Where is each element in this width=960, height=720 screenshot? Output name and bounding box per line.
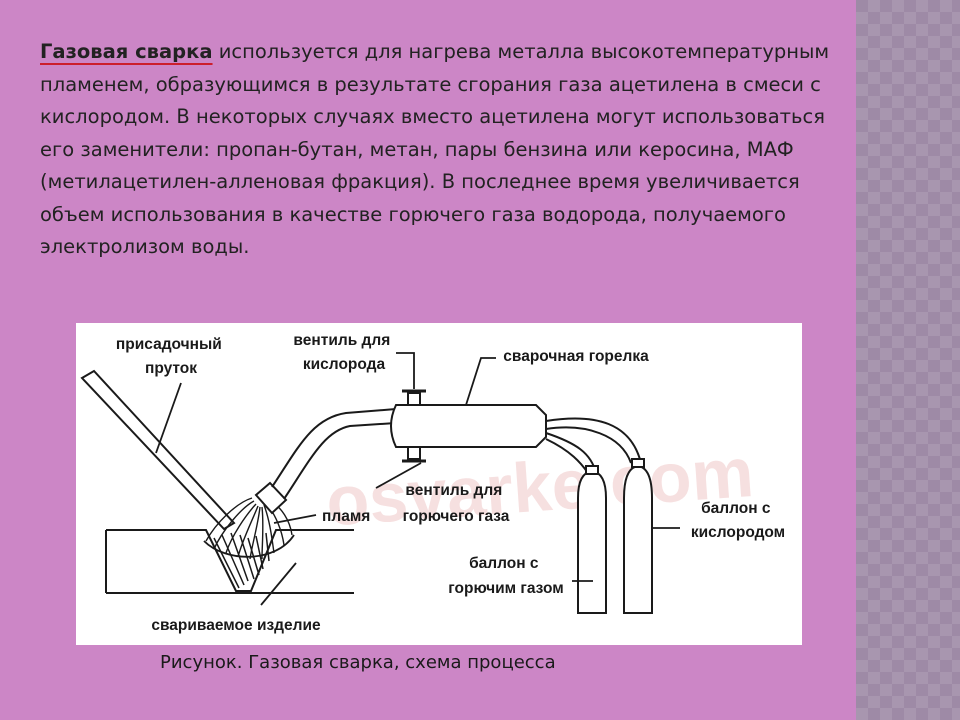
label-oxygen-valve-line-2: кислорода [303, 356, 386, 373]
workpiece [105, 529, 354, 594]
leader-lines [155, 352, 680, 606]
welding-diagram-svg: osvarke.com [80, 332, 785, 634]
label-flame: пламя [322, 508, 370, 525]
label-workpiece: свариваемое изделие [151, 617, 321, 634]
fuel-gas-cylinder [577, 465, 607, 614]
figure-caption: Рисунок. Газовая сварка, схема процесса [160, 652, 556, 673]
body-paragraph: используется для нагрева металла высокот… [40, 40, 830, 258]
label-oxygen-cylinder-line-1: баллон с [701, 500, 771, 517]
slide-body-text: Газовая сварка используется для нагрева … [40, 36, 840, 264]
lead-term: Газовая сварка [40, 40, 213, 63]
label-oxygen-valve: вентиль для кислорода [293, 332, 394, 373]
label-filler-rod-line-2: пруток [145, 360, 197, 377]
label-filler-rod: присадочный пруток [116, 336, 226, 377]
label-fuel-cylinder: баллон с горючим газом [448, 555, 563, 597]
label-fuel-valve-line-2: горючего газа [403, 508, 510, 525]
label-fuel-valve: вентиль для горючего газа [403, 482, 510, 525]
label-torch: сварочная горелка [503, 348, 649, 365]
torch-body [390, 389, 547, 463]
flame [203, 497, 295, 560]
label-fuel-cylinder-line-2: горючим газом [448, 580, 563, 597]
label-oxygen-cylinder: баллон с кислородом [691, 500, 785, 541]
label-fuel-cylinder-line-1: баллон с [469, 555, 539, 572]
welding-diagram: osvarke.com [76, 323, 802, 645]
label-filler-rod-line-1: присадочный [116, 336, 222, 353]
label-oxygen-cylinder-line-2: кислородом [691, 524, 785, 541]
label-fuel-valve-line-1: вентиль для [405, 482, 502, 499]
oxygen-cylinder [623, 458, 653, 614]
decorative-side-strip [856, 0, 960, 720]
label-oxygen-valve-line-1: вентиль для [293, 332, 390, 349]
torch-nozzle [254, 408, 397, 515]
